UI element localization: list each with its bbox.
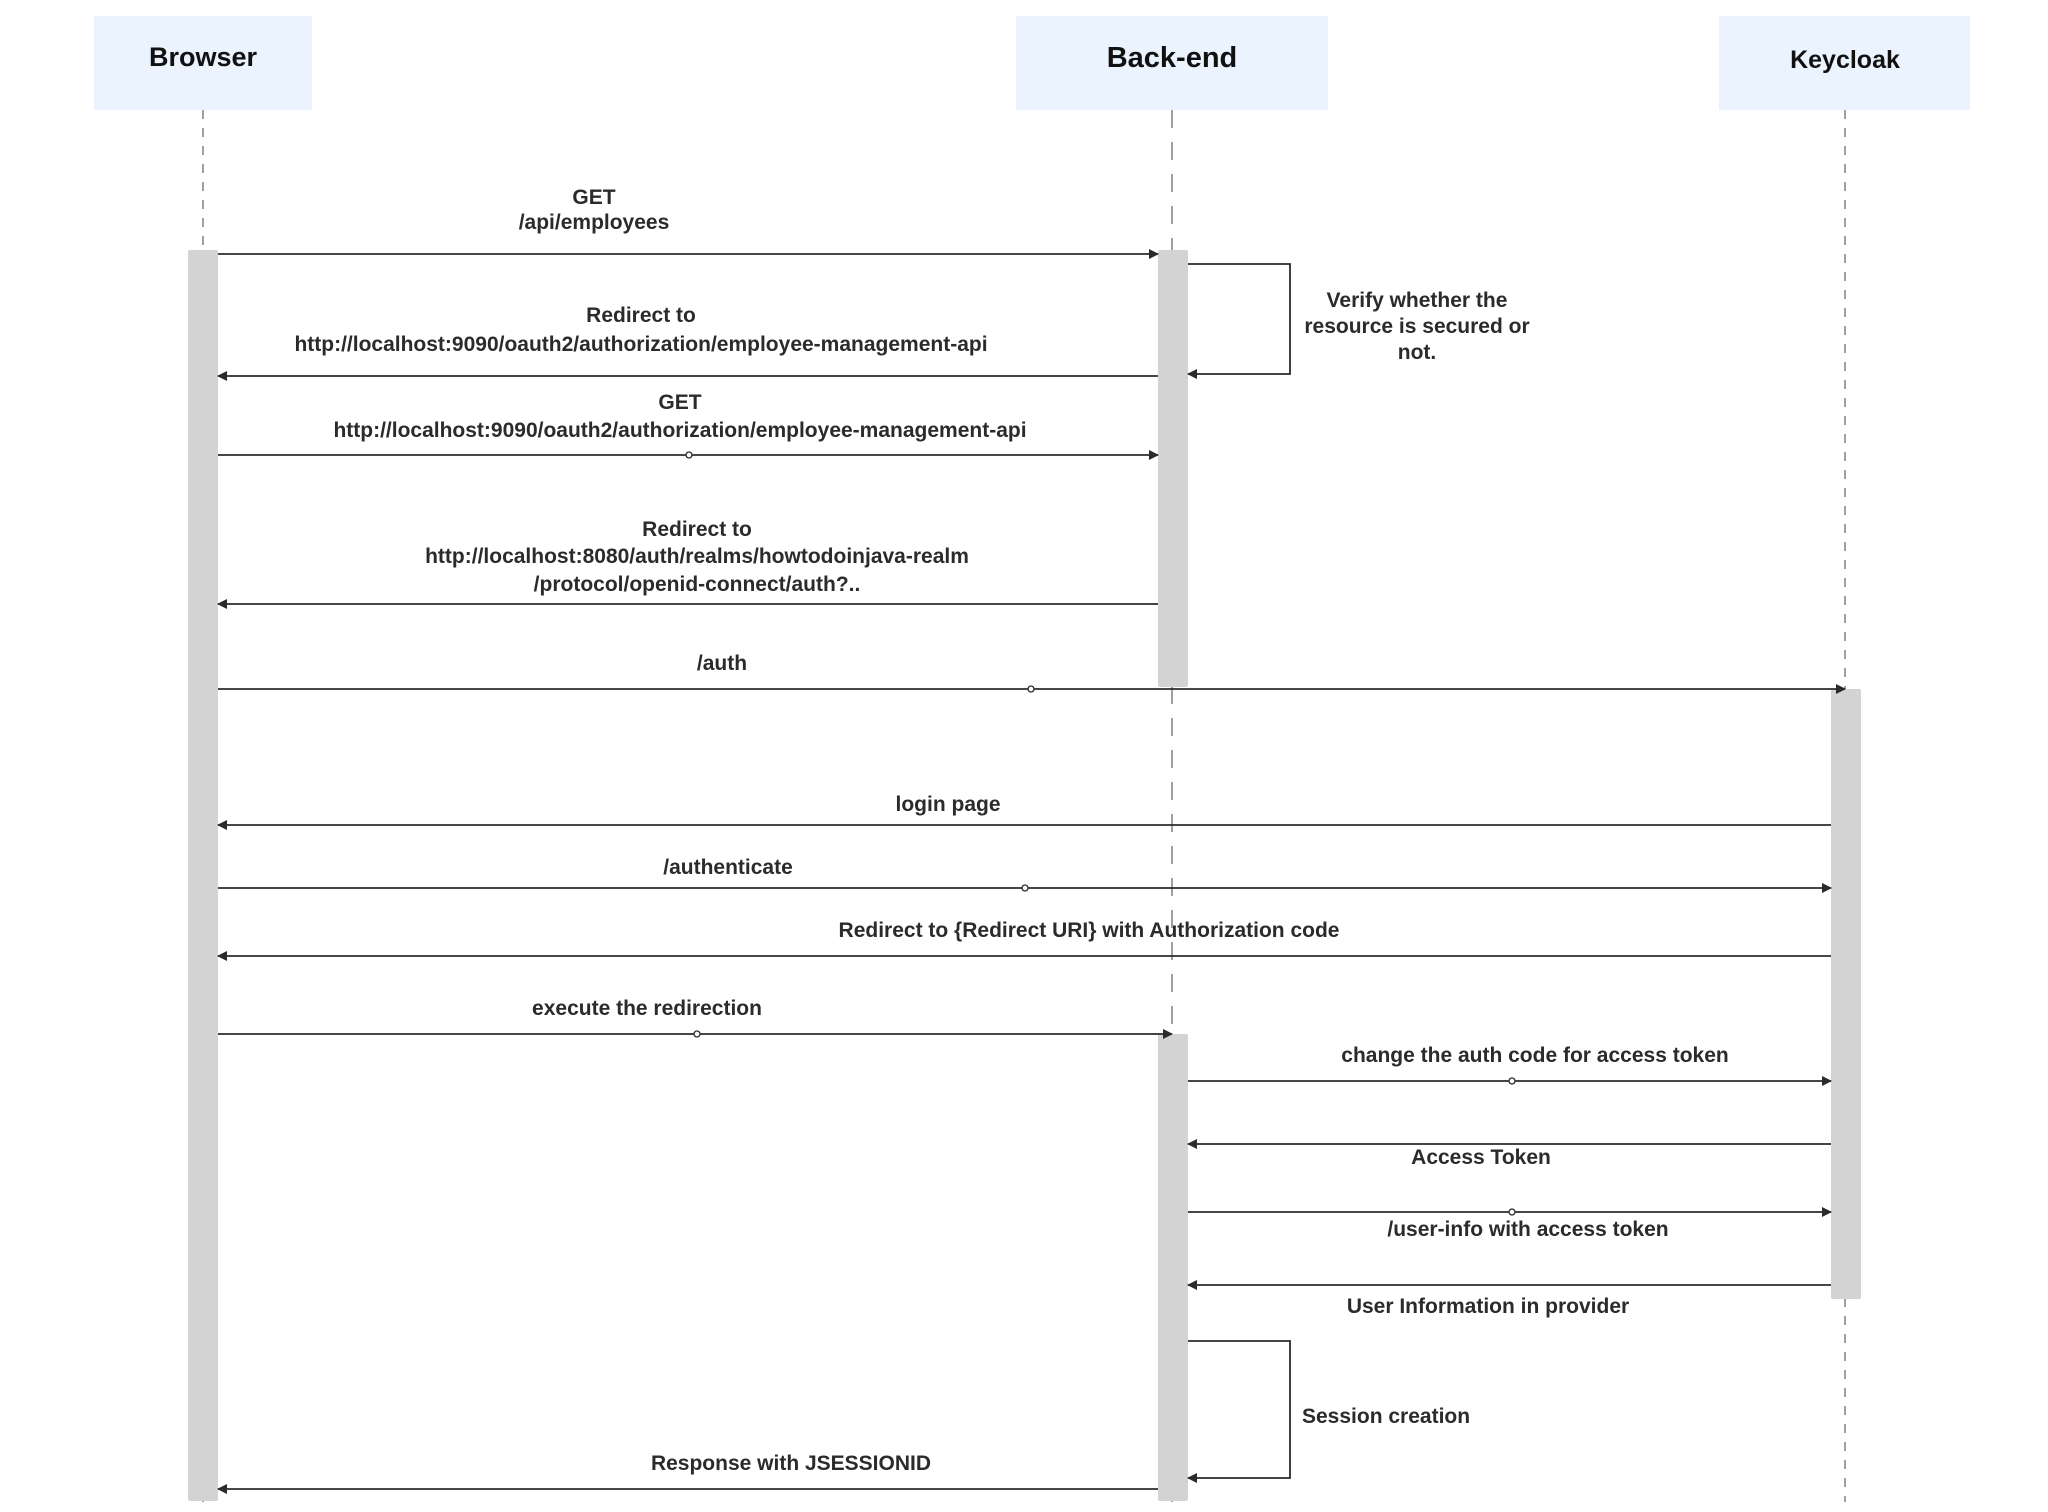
backend-activation-bar-1	[1158, 250, 1188, 687]
message-get-employees-label: GET	[572, 186, 615, 209]
message-redirect-oauth2-label: Redirect to	[586, 304, 696, 327]
message-get-oauth2-label: GET	[658, 391, 701, 414]
message-get-oauth2-midpoint	[685, 451, 693, 459]
message-get-employees-label: /api/employees	[519, 211, 670, 234]
self-call-session-creation-label: Session creation	[1302, 1405, 1470, 1428]
backend-participant-label: Back-end	[1107, 42, 1238, 74]
browser-participant-box	[94, 16, 312, 110]
message-get-oauth2-label: http://localhost:9090/oauth2/authorizati…	[333, 419, 1026, 442]
message-auth-label: /auth	[697, 652, 747, 675]
self-call-verify-resource-arrow	[1187, 263, 1291, 379]
message-redirect-keycloak-label: /protocol/openid-connect/auth?..	[534, 573, 861, 596]
message-user-info-label: /user-info with access token	[1387, 1218, 1668, 1241]
backend-activation-bar-2	[1158, 1034, 1188, 1501]
self-call-verify-resource-label: resource is secured or	[1304, 315, 1529, 338]
backend-participant-box	[1016, 16, 1328, 110]
self-call-verify-resource-label: not.	[1398, 341, 1436, 364]
message-user-information-label: User Information in provider	[1347, 1295, 1629, 1318]
message-auth-midpoint	[1027, 685, 1035, 693]
self-call-verify-resource-label: Verify whether the	[1327, 289, 1508, 312]
message-login-page-label: login page	[896, 793, 1001, 816]
browser-activation-bar	[188, 250, 218, 1501]
message-execute-redirection-label: execute the redirection	[532, 997, 762, 1020]
message-access-token-label: Access Token	[1411, 1146, 1551, 1169]
self-call-session-creation-arrow	[1187, 1340, 1291, 1483]
keycloak-participant-box	[1719, 16, 1970, 110]
browser-participant-label: Browser	[149, 42, 258, 72]
keycloak-activation-bar	[1831, 689, 1861, 1299]
message-exchange-code-midpoint	[1508, 1077, 1516, 1085]
message-execute-redirection-midpoint	[693, 1030, 701, 1038]
message-user-info-midpoint	[1508, 1208, 1516, 1216]
message-authenticate-label: /authenticate	[663, 856, 793, 879]
message-redirect-code-label: Redirect to {Redirect URI} with Authoriz…	[839, 919, 1340, 942]
message-exchange-code-label: change the auth code for access token	[1341, 1044, 1728, 1067]
message-response-jsessionid-label: Response with JSESSIONID	[651, 1452, 931, 1475]
message-authenticate-midpoint	[1021, 884, 1029, 892]
keycloak-participant-label: Keycloak	[1790, 46, 1900, 74]
message-redirect-keycloak-label: http://localhost:8080/auth/realms/howtod…	[425, 545, 969, 568]
message-redirect-oauth2-label: http://localhost:9090/oauth2/authorizati…	[294, 333, 987, 356]
message-redirect-keycloak-label: Redirect to	[642, 518, 752, 541]
